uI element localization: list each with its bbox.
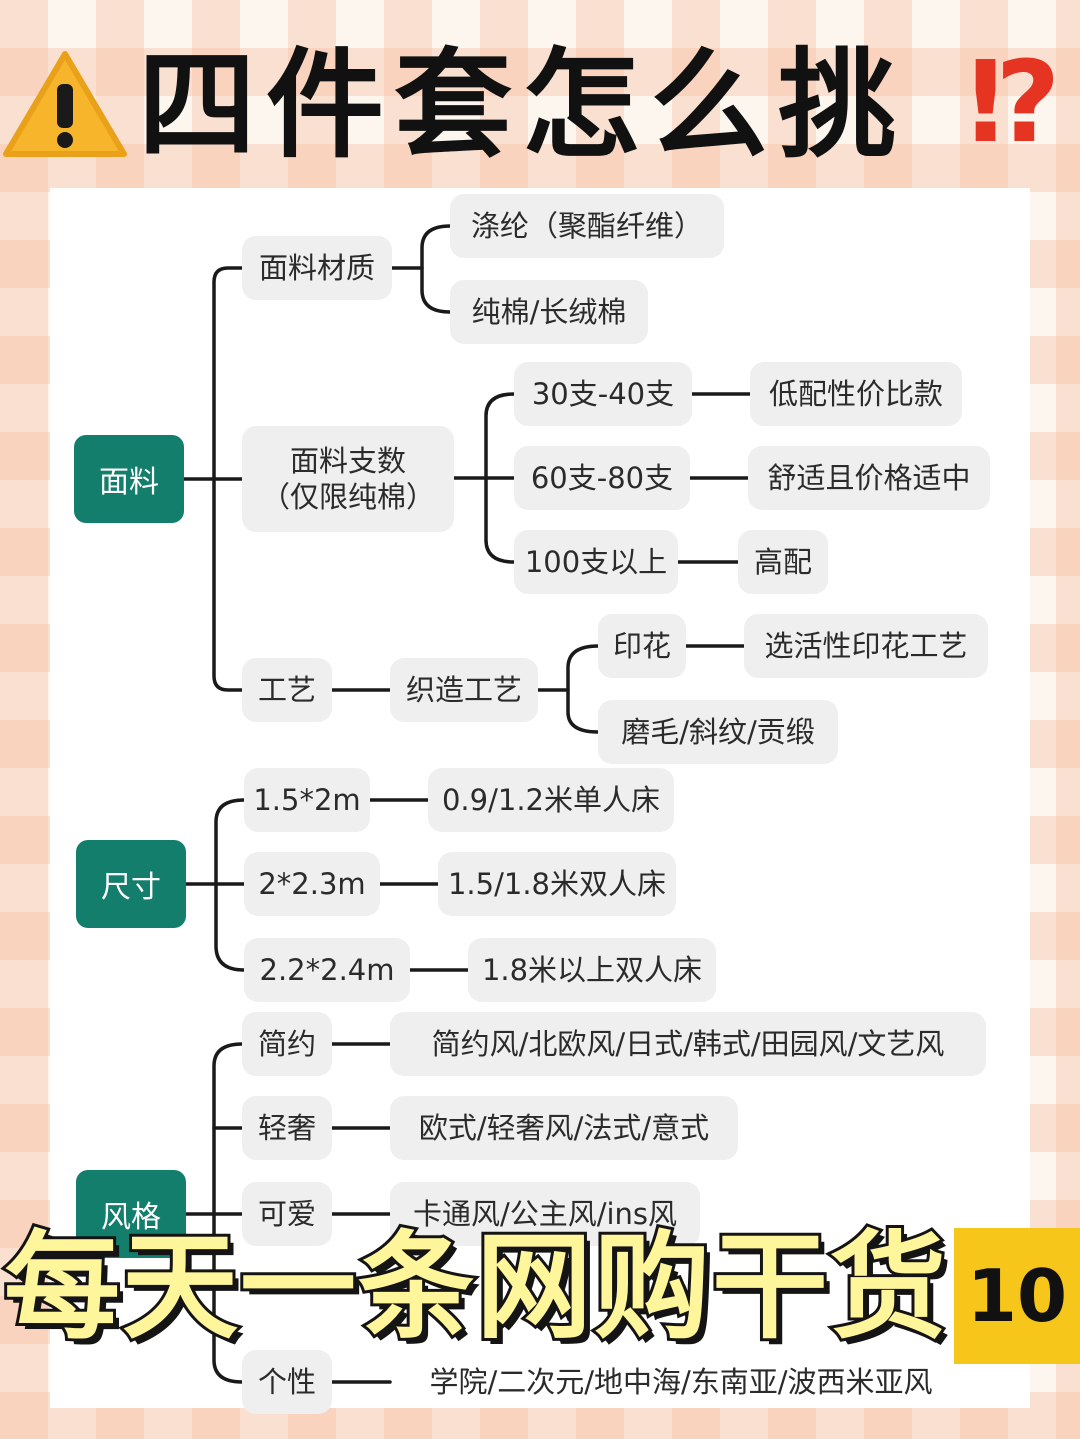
connector-lines [182, 224, 752, 1384]
node-craft-print: 印花 [598, 614, 686, 678]
node-count-100: 100支以上 [514, 530, 678, 594]
node-fabric-material: 面料材质 [242, 236, 392, 300]
mindmap-card: 面料 面料材质 涤纶（聚酯纤维） 纯棉/长绒棉 面料支数 （仅限纯棉） 30支-… [50, 188, 1030, 1414]
node-count-60-80: 60支-80支 [514, 446, 690, 510]
node-craft-print-note: 选活性印花工艺 [744, 614, 988, 678]
bottom-banner: 每天一条网购干货 [1, 1217, 949, 1358]
node-material-cotton: 纯棉/长绒棉 [450, 280, 648, 344]
node-craft-brushed: 磨毛/斜纹/贡缎 [598, 700, 838, 764]
node-craft-weave: 织造工艺 [390, 658, 538, 722]
node-size-2: 2*2.3m [244, 852, 380, 916]
node-size-1: 1.5*2m [244, 768, 370, 832]
node-style-simple-note: 简约风/北欧风/日式/韩式/田园风/文艺风 [390, 1012, 986, 1076]
node-style-luxury: 轻奢 [242, 1096, 332, 1160]
node-style-personal-note: 学院/二次元/地中海/东南亚/波西米亚风 [429, 1364, 933, 1399]
node-style-cute-note: 卡通风/公主风/ins风 [390, 1182, 700, 1246]
node-fabric-count: 面料支数 （仅限纯棉） [242, 426, 454, 532]
exclamation-question-icon: ⁉ [968, 38, 1061, 168]
episode-badge: 10 [954, 1228, 1080, 1364]
warning-icon [3, 51, 127, 157]
root-style: 风格 [76, 1170, 186, 1258]
root-size: 尺寸 [76, 840, 186, 928]
node-count-30-40-note: 低配性价比款 [750, 362, 962, 426]
node-style-cute: 可爱 [242, 1182, 332, 1246]
node-size-3-note: 1.8米以上双人床 [468, 938, 716, 1002]
node-size-3: 2.2*2.4m [244, 938, 410, 1002]
node-fabric-craft: 工艺 [242, 658, 332, 722]
node-count-30-40: 30支-40支 [514, 362, 692, 426]
node-material-polyester: 涤纶（聚酯纤维） [450, 194, 724, 258]
node-style-simple: 简约 [242, 1012, 332, 1076]
node-count-60-80-note: 舒适且价格适中 [748, 446, 990, 510]
node-style-personal: 个性 [242, 1350, 332, 1414]
root-fabric: 面料 [74, 435, 184, 523]
node-size-2-note: 1.5/1.8米双人床 [438, 852, 676, 916]
node-style-luxury-note: 欧式/轻奢风/法式/意式 [390, 1096, 738, 1160]
title-row: 四件套怎么挑 ⁉ [0, 20, 1080, 180]
node-count-100-note: 高配 [738, 530, 828, 594]
page-title: 四件套怎么挑 [138, 36, 907, 174]
node-size-1-note: 0.9/1.2米单人床 [428, 768, 674, 832]
